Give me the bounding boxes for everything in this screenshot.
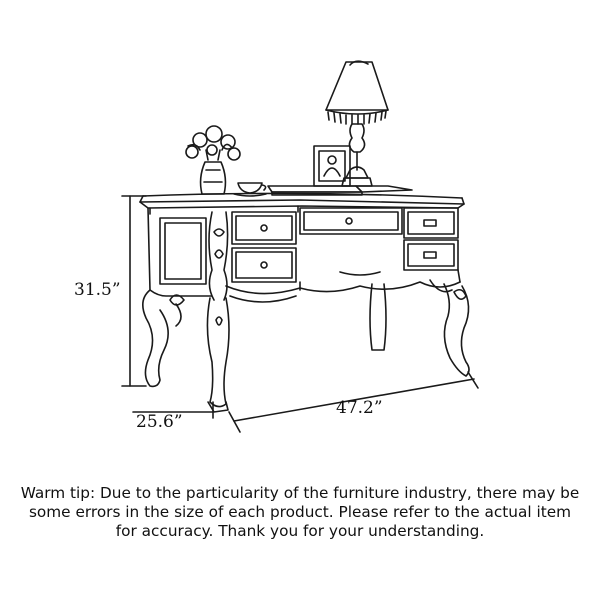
height-dimension-line bbox=[121, 195, 147, 387]
picture-frame-icon bbox=[313, 145, 351, 187]
warm-tip-text: Warm tip: Due to the particularity of th… bbox=[20, 484, 580, 540]
drawer-bottom-left bbox=[231, 247, 297, 283]
width-dimension-line bbox=[228, 371, 479, 433]
table-lamp-icon bbox=[325, 60, 389, 187]
desk-side-panel bbox=[147, 207, 213, 297]
drawer-top-right bbox=[403, 207, 459, 239]
desk-apron bbox=[225, 269, 461, 303]
drawer-center bbox=[299, 207, 403, 235]
height-dimension-label: 31.5” bbox=[74, 280, 121, 300]
width-dimension-label: 47.2” bbox=[336, 398, 383, 418]
corner-carving bbox=[208, 211, 229, 301]
front-right-leg bbox=[429, 279, 470, 377]
front-left-leg bbox=[206, 297, 230, 413]
drawer-top-left bbox=[231, 211, 297, 245]
back-left-leg bbox=[142, 289, 185, 388]
flower-vase-icon bbox=[185, 125, 241, 195]
drawer-bottom-right bbox=[403, 239, 459, 271]
back-right-leg bbox=[369, 283, 387, 351]
depth-dimension-label: 25.6” bbox=[136, 412, 183, 432]
desk-top bbox=[139, 192, 465, 215]
